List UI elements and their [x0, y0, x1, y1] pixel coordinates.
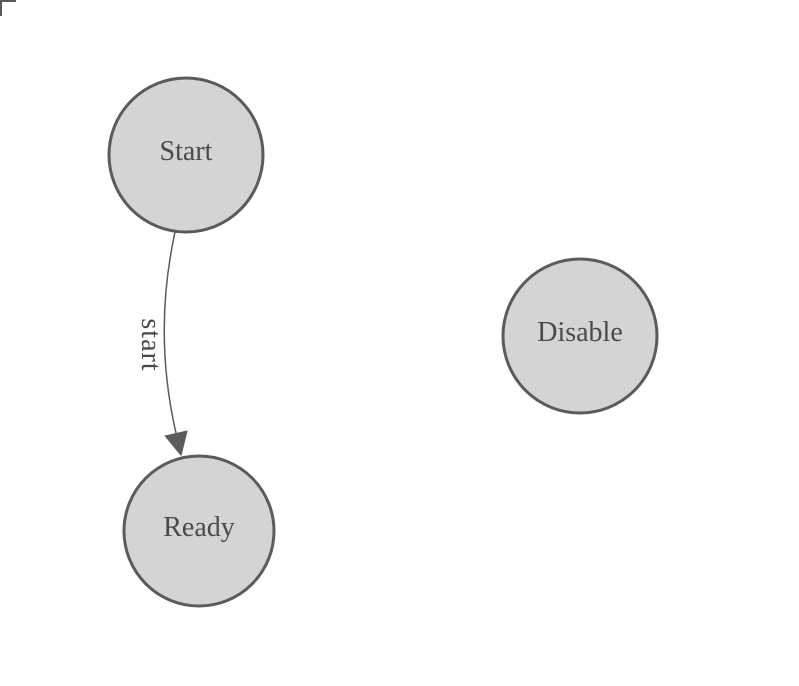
state-label: Start: [160, 136, 213, 167]
state-circle[interactable]: [122, 454, 276, 608]
edge-label: start: [135, 318, 166, 371]
state-node-ready[interactable]: Ready: [122, 454, 276, 608]
state-node-disable[interactable]: Disable: [501, 257, 659, 415]
paper-origin-corner-icon: [0, 0, 16, 16]
state-node-start[interactable]: Start: [107, 76, 265, 234]
state-circle[interactable]: [501, 257, 659, 415]
edge-path[interactable]: [163, 231, 177, 434]
transition-edge-start-ready[interactable]: start: [135, 231, 188, 457]
state-label: Ready: [163, 512, 235, 543]
state-circle[interactable]: [107, 76, 265, 234]
arrowhead-icon: [164, 430, 188, 457]
state-label: Disable: [537, 317, 623, 348]
